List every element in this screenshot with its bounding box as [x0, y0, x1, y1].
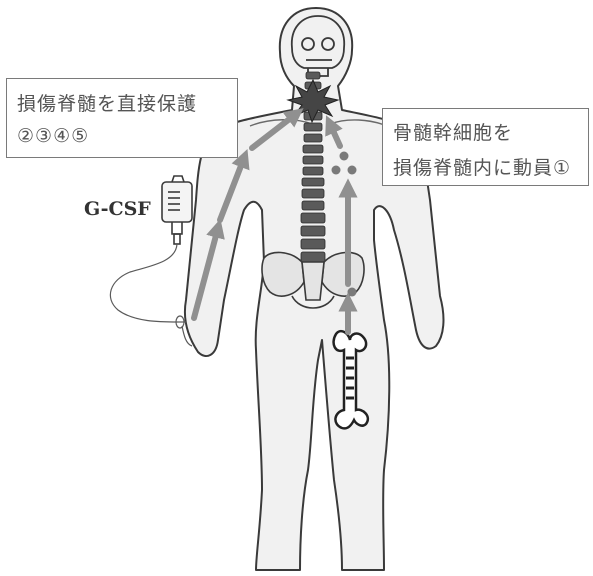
callout-right-line2: 損傷脊髄内に動員① [393, 153, 571, 180]
callout-right-line1: 骨髄幹細胞を [393, 118, 513, 145]
callout-direct-protection: 損傷脊髄を直接保護 ②③④⑤ [6, 78, 238, 158]
callout-left-line1: 損傷脊髄を直接保護 [17, 89, 197, 116]
callout-stem-cell-mobilization: 骨髄幹細胞を 損傷脊髄内に動員① [382, 108, 589, 186]
callout-left-line2: ②③④⑤ [17, 125, 89, 147]
iv-tube [110, 244, 192, 346]
iv-drip-bag [162, 176, 192, 244]
drip-label-gcsf: G-CSF [84, 198, 151, 220]
